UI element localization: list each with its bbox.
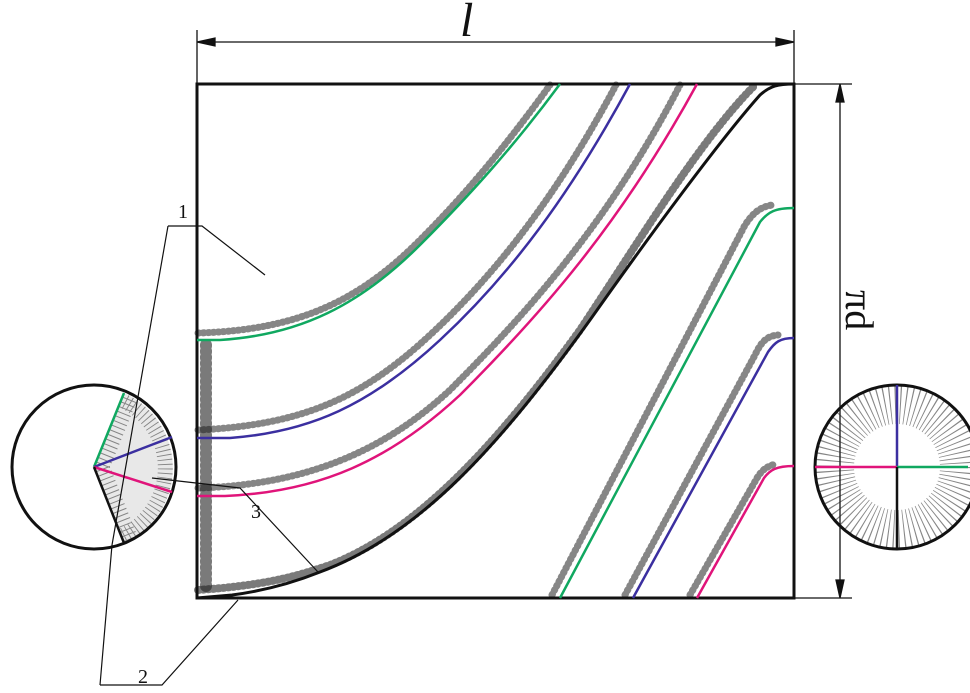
speckle-band-blue-upper [194, 81, 620, 434]
speckle-band-magenta-lower [686, 460, 780, 599]
callout-1: 1 [178, 201, 188, 223]
blue-helix-lower [631, 336, 795, 599]
circumference-dimension [794, 83, 852, 599]
leader-3 [151, 477, 319, 573]
speckle-band-blue-lower [621, 331, 782, 599]
speckle-band-green-upper [194, 81, 554, 337]
speckle-band-black-edge [194, 81, 759, 594]
black-boundary-curve [196, 82, 795, 600]
magenta-helix-upper [197, 83, 699, 498]
length-label: l [460, 0, 473, 47]
circumference-label: πd [837, 290, 882, 330]
callout-2: 2 [138, 666, 148, 688]
speckle-bands [194, 81, 782, 599]
left-cross-section [10, 383, 178, 551]
callout-3: 3 [251, 501, 261, 523]
left-radius-black [92, 466, 126, 544]
length-dimension [196, 30, 795, 84]
speckle-band-magenta-upper [194, 81, 684, 492]
left-radius-blue [93, 435, 173, 469]
magenta-helix-lower [695, 464, 795, 599]
left-section-circle [10, 383, 178, 551]
speckle-band-green-lower [548, 201, 776, 599]
leader-1 [111, 225, 266, 546]
blue-helix-upper [197, 83, 632, 440]
left-radius-magenta [93, 465, 173, 494]
left-radius-green [92, 392, 126, 468]
green-helix-lower [558, 206, 795, 599]
leader-2 [99, 544, 239, 686]
right-cross-section [813, 383, 970, 551]
green-helix-upper [197, 83, 562, 342]
